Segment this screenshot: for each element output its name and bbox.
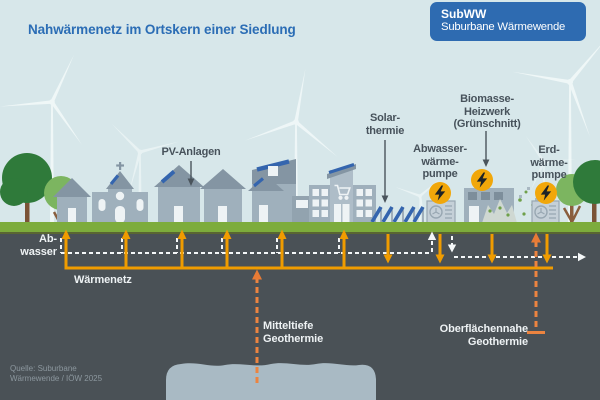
heat-network-line — [64, 234, 553, 270]
logo-badge: SubWW Suburbane Wärmewende — [430, 2, 586, 41]
source-note: Quelle: Suburbane Wärmewende / IÖW 2025 — [10, 364, 103, 384]
lightning-icon — [471, 169, 493, 191]
ground-strip — [0, 222, 600, 234]
label-biomasse-heizwerk: Biomasse- Heizwerk (Grünschnitt) — [453, 93, 521, 131]
tree — [0, 153, 52, 228]
house-with-pv — [248, 159, 312, 223]
house-with-pv — [154, 165, 204, 223]
logo-badge-subtitle: Suburbane Wärmewende — [441, 21, 566, 34]
heat-pump-unit — [426, 200, 456, 224]
geothermal-borehole-shallow — [527, 232, 545, 334]
biomass-plant-building — [464, 187, 544, 223]
church-building — [92, 162, 148, 223]
label-mitteltiefe-geothermie: Mitteltiefe Geothermie — [263, 320, 324, 346]
solar-panel — [109, 174, 120, 186]
house — [200, 169, 246, 223]
supermarket-building — [309, 162, 376, 223]
ground-edge — [0, 232, 600, 234]
solar-thermal-collectors — [370, 206, 425, 223]
aquifer — [166, 363, 376, 400]
label-erdwaermepumpe: Erd- wärme- pumpe — [530, 144, 568, 182]
sewage-line — [60, 236, 579, 258]
lightning-icon — [429, 182, 451, 204]
logo-badge-name: SubWW — [441, 7, 487, 21]
label-abwasser: Ab- wasser — [20, 233, 57, 259]
sewage-arrowheads — [427, 231, 586, 262]
label-abwasserwaermepumpe: Abwasser- wärme- pumpe — [413, 143, 467, 181]
solar-panel — [160, 169, 176, 184]
page-title: Nahwärmenetz im Ortskern einer Siedlung — [28, 22, 296, 37]
geothermal-borehole-mid — [252, 269, 262, 386]
label-waermenetz: Wärmenetz — [74, 274, 132, 286]
shopping-cart-icon — [334, 184, 351, 200]
label-oberflaechennahe-geothermie: Oberflächennahe Geothermie — [439, 323, 528, 349]
wind-turbine-icon — [111, 123, 179, 224]
house — [53, 178, 91, 223]
solar-panel — [256, 159, 290, 172]
heat-pump-unit — [531, 200, 560, 224]
solar-panel — [328, 162, 355, 175]
lightning-icon — [535, 182, 557, 204]
label-pv-anlagen: PV-Anlagen — [161, 146, 221, 158]
wood-chips-pile — [482, 199, 517, 223]
solar-panel — [252, 177, 265, 188]
heat-network-arrowheads — [61, 229, 552, 264]
pointer-lines — [187, 131, 490, 203]
tree — [573, 160, 600, 228]
label-solarthermie: Solar- thermie — [365, 112, 405, 137]
